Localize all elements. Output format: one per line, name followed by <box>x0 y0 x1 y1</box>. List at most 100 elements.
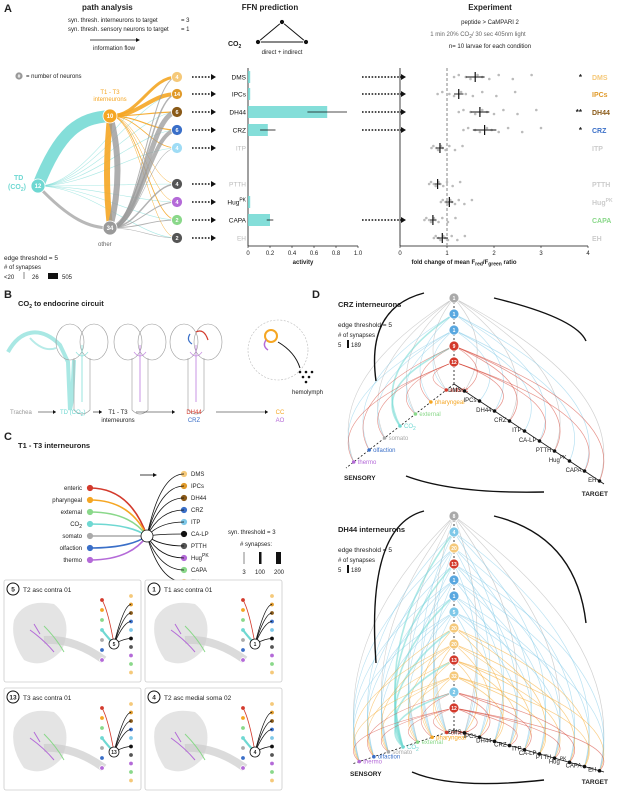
panel-b-title: CO2 to endocrine circuit <box>18 299 104 310</box>
card-hub <box>108 746 120 758</box>
hemolymph-dot <box>310 370 314 374</box>
d-sensory-node <box>444 388 449 392</box>
d-scale-min: 5 <box>338 343 342 349</box>
threshold-interneurons: syn. thresh. interneurons to target <box>68 18 158 24</box>
exp-data-point <box>485 126 489 130</box>
node-number: 5 <box>453 610 456 616</box>
neuron-badge <box>147 582 161 596</box>
d-sensory-arc <box>433 643 455 733</box>
d-target-arc <box>453 627 504 742</box>
exp-data-point <box>470 198 474 202</box>
exp-sub3: n= 10 larvae for each condition <box>449 44 531 50</box>
d-mod-external: external <box>419 412 440 418</box>
d-interneuron-node <box>448 622 460 634</box>
release-arrow <box>277 341 301 369</box>
d-interneuron-node <box>448 686 460 698</box>
d-sensory-arc <box>377 329 455 439</box>
node-number: 14 <box>174 92 181 98</box>
exp-data-point <box>453 148 457 152</box>
d-sensory-arc <box>433 675 455 733</box>
neuron-morphology <box>29 731 55 761</box>
exp-sub2: 1 min 20% CO2 <box>430 32 472 40</box>
arrow-head <box>136 38 140 42</box>
neuron-badge-number: 1 <box>152 587 156 594</box>
exp-data-point <box>457 198 461 202</box>
d-sensory-node <box>415 740 420 744</box>
d-target-capa: CAPA <box>566 468 582 474</box>
d-target-arc <box>453 297 478 392</box>
d-sensory-arc <box>432 329 455 391</box>
exp-significance: * <box>579 126 583 135</box>
ffn-xlabel: activity <box>293 260 314 266</box>
d-target-arc <box>453 547 532 750</box>
arrow-head <box>401 91 406 97</box>
d-target-node <box>477 399 482 403</box>
exp-cat-crz: CRZ <box>592 128 607 135</box>
node-t13 <box>102 108 118 124</box>
d-mod-co: CO2 <box>407 745 419 753</box>
card-target-node <box>269 669 275 676</box>
d-target-node <box>462 731 467 735</box>
exp-significance: * <box>579 73 583 82</box>
neuron-badge <box>147 690 161 704</box>
d-mod-olfaction: olfaction <box>373 448 395 454</box>
card-edge <box>242 707 256 753</box>
vnc-outline <box>187 358 205 415</box>
d-sensory-arc <box>362 313 455 451</box>
node-number: 13 <box>451 658 457 664</box>
exp-data-point <box>432 144 435 148</box>
c-scale-thick <box>276 552 281 564</box>
d-target-arc <box>453 643 491 738</box>
node-number: 12 <box>451 360 457 366</box>
neuron-morphology <box>170 623 196 653</box>
card-hub <box>249 638 261 650</box>
d-sensory-node <box>351 460 356 464</box>
edge-td-target <box>37 185 178 203</box>
card-sensory-node <box>99 647 105 653</box>
hemolymph-dot <box>304 380 308 384</box>
card-target-node <box>269 661 275 667</box>
node-number: 1 <box>453 312 456 318</box>
card-hub-number: 13 <box>111 750 117 756</box>
exp-data-point <box>476 73 479 77</box>
exp-data-point <box>445 180 449 184</box>
exp-data-point <box>439 200 443 204</box>
edge-other-target <box>109 147 178 229</box>
d-scale-bar <box>347 340 349 348</box>
d-sensory-node <box>357 759 362 764</box>
node-number: 20 <box>451 546 457 552</box>
node-number: 34 <box>107 226 114 232</box>
ffn-bar-dms <box>248 71 251 83</box>
card-sensory-node <box>99 637 105 643</box>
d-target-arc <box>453 595 532 750</box>
d-sensory-arc <box>367 627 455 757</box>
neuron-morphology <box>184 625 206 653</box>
vnc-silhouette <box>184 743 248 772</box>
d-target-node <box>552 449 557 453</box>
legend-num-neurons: = number of neurons <box>26 74 82 80</box>
arrow-head <box>211 91 216 97</box>
card-target-node <box>269 735 275 741</box>
card-hub-number: 5 <box>113 642 116 648</box>
card-edge <box>101 599 115 645</box>
exp-data-point <box>530 73 533 77</box>
c-scale-3: 3 <box>242 570 246 576</box>
arrow-head <box>211 217 216 223</box>
exp-data-point <box>461 144 464 148</box>
vnc-outline <box>73 358 91 415</box>
d-target-arc <box>453 659 478 734</box>
d-target-node <box>522 429 527 433</box>
node-number: 12 <box>35 184 42 190</box>
card-target-node <box>269 752 275 758</box>
neuron-badge-number: 4 <box>152 695 156 702</box>
c-target-ca-lp: CA-LP <box>191 532 209 538</box>
d-sensory-arc <box>394 595 455 748</box>
d-target-itp: ITP <box>512 428 521 434</box>
d-interneuron-node <box>448 574 460 586</box>
edge-other-target <box>109 128 178 230</box>
arrow-head <box>211 74 216 80</box>
d-target-arc <box>453 643 532 750</box>
d-target-node <box>507 743 512 748</box>
d-mod-enteric: enteric <box>451 730 469 736</box>
brain-lobe <box>193 323 223 361</box>
